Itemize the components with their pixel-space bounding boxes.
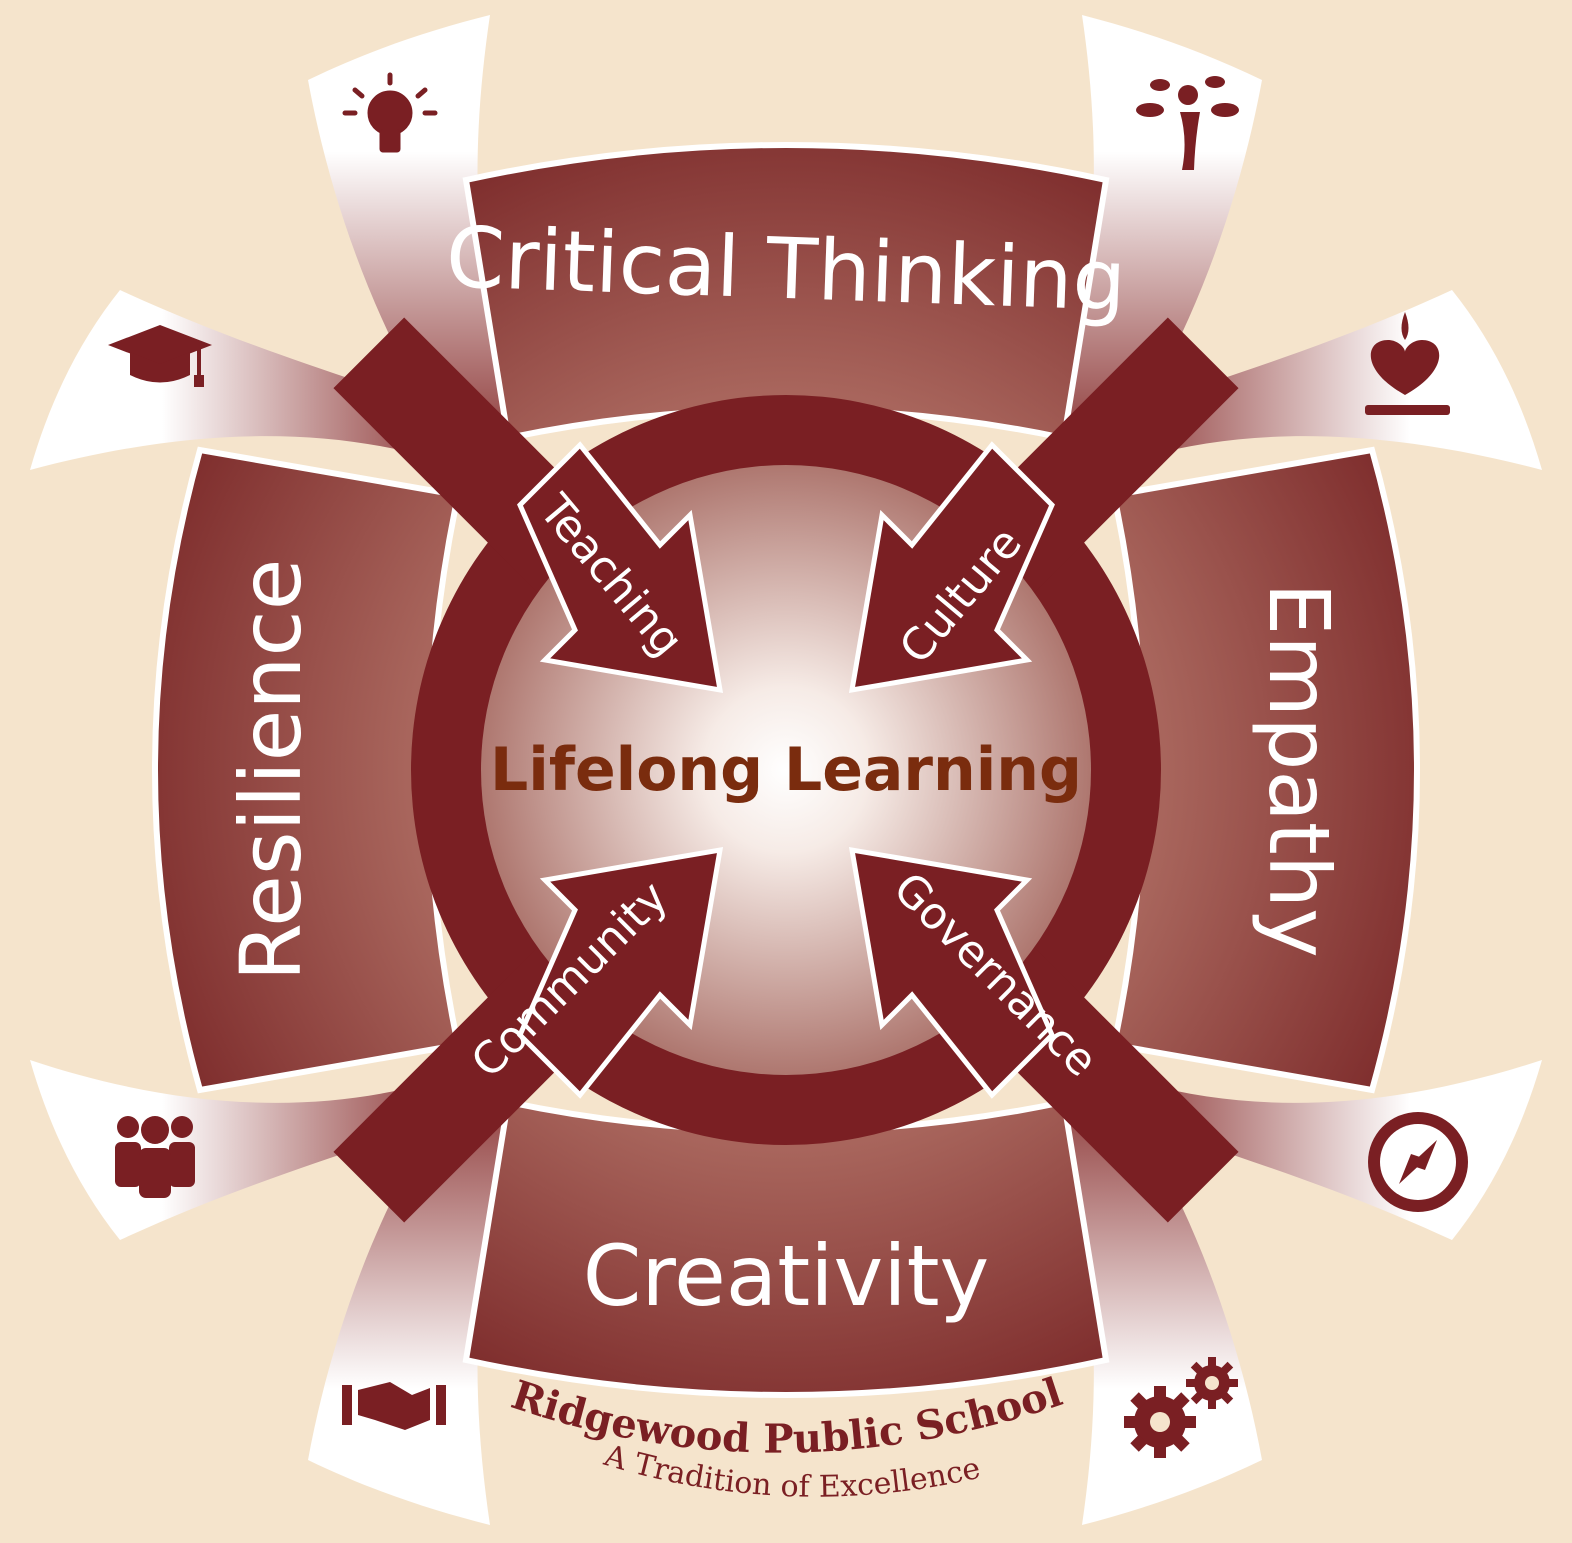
petal-bottom-right bbox=[1050, 1070, 1262, 1525]
arrows bbox=[517, 441, 1055, 1099]
lightbulb-icon bbox=[342, 72, 438, 153]
petal-left-bottom bbox=[30, 1060, 470, 1240]
people-group-icon bbox=[115, 1116, 195, 1198]
center-title: Lifelong Learning bbox=[490, 735, 1082, 805]
handshake-icon bbox=[342, 1382, 446, 1430]
arrow-culture bbox=[848, 441, 1055, 694]
petal-top-right bbox=[1050, 15, 1262, 470]
arrow-governance bbox=[848, 846, 1055, 1099]
arrow-community bbox=[517, 846, 724, 1099]
petals bbox=[30, 15, 1542, 1525]
segment-label-empathy: Empathy bbox=[1250, 582, 1348, 958]
petal-right-top bbox=[1102, 290, 1542, 470]
segment-label-creativity: Creativity bbox=[583, 1227, 989, 1325]
petal-top-left bbox=[308, 15, 520, 470]
tree-person-icon bbox=[1136, 76, 1239, 170]
outer-segments bbox=[152, 142, 1420, 1398]
segment-label-resilience: Resilience bbox=[222, 559, 320, 982]
graduation-cap-icon bbox=[108, 325, 212, 387]
gears-icon bbox=[1124, 1357, 1238, 1458]
arrow-teaching bbox=[517, 441, 724, 694]
heart-candle-icon bbox=[1365, 312, 1450, 415]
segment-label-critical-thinking: Critical Thinking bbox=[444, 208, 1127, 330]
compass-icon bbox=[1368, 1112, 1468, 1212]
